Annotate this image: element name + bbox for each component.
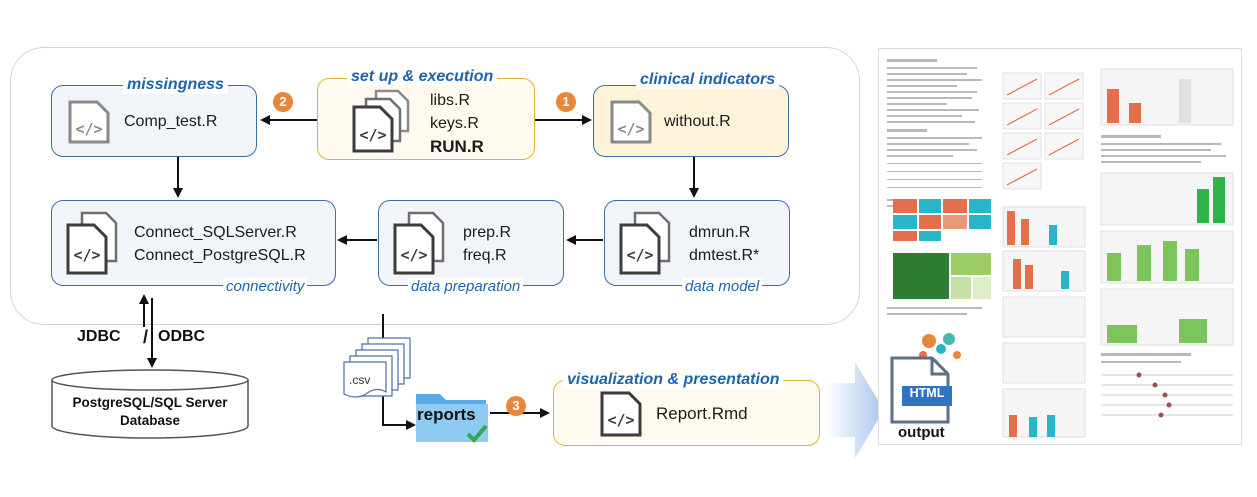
svg-text:</>: </> (607, 411, 634, 429)
database-name-line2: Database (119, 413, 181, 428)
csv-files-icon (343, 337, 411, 398)
odbc-label: ODBC (158, 328, 206, 345)
code-file-icon: </> (610, 100, 652, 144)
jdbc-odbc-separator: / (143, 327, 149, 348)
prep-filename: prep.R (463, 224, 512, 241)
step-badge-2: 2 (273, 92, 293, 112)
data-model-box[interactable]: </> dmrun.R dmtest.R* (604, 200, 790, 286)
report-preview-graphics (887, 59, 1234, 438)
step-badge-3: 3 (506, 396, 526, 416)
run-filename: RUN.R (430, 137, 484, 156)
connect-sqlserver-filename: Connect_SQLServer.R (134, 224, 297, 241)
dmtest-filename: dmtest.R* (689, 247, 760, 264)
svg-text:</>: </> (75, 120, 102, 138)
reports-folder-label: reports (417, 405, 476, 424)
data-model-label: data model (682, 278, 763, 295)
database-icon (51, 369, 249, 439)
visualization-label: visualization & presentation (563, 371, 784, 389)
stacked-code-files-icon: </> (393, 211, 445, 275)
clinical-indicators-box[interactable]: </> without.R (593, 85, 789, 157)
without-filename: without.R (664, 113, 731, 130)
output-big-arrow (826, 362, 884, 458)
step-badge-1: 1 (556, 92, 576, 112)
missingness-label: missingness (123, 76, 228, 94)
html-badge-label: HTML (909, 386, 945, 400)
html-file-icon (890, 356, 952, 424)
database-name-line1: PostgreSQL/SQL Server (72, 395, 228, 410)
svg-text:</>: </> (73, 246, 100, 264)
clinical-indicators-label: clinical indicators (636, 71, 780, 89)
dmrun-filename: dmrun.R (689, 224, 751, 241)
svg-text:</>: </> (617, 120, 644, 138)
connectivity-label: connectivity (223, 278, 308, 295)
jdbc-label: JDBC (77, 328, 121, 345)
code-file-icon: </> (600, 391, 642, 437)
svg-text:</>: </> (400, 246, 427, 264)
setup-label: set up & execution (347, 68, 498, 86)
data-preparation-box[interactable]: </> prep.R freq.R (378, 200, 564, 286)
visualization-box[interactable]: </> Report.Rmd (553, 380, 820, 446)
connectivity-box[interactable]: </> Connect_SQLServer.R Connect_PostgreS… (51, 200, 336, 286)
setup-execution-box[interactable]: </> libs.R keys.R RUN.R (317, 78, 535, 160)
keys-filename: keys.R (430, 115, 479, 132)
freq-filename: freq.R (463, 247, 507, 264)
comp-test-filename: Comp_test.R (124, 113, 218, 130)
report-rmd-filename: Report.Rmd (656, 404, 748, 423)
missingness-box[interactable]: </> Comp_test.R (51, 85, 257, 157)
stacked-code-files-icon: </> (352, 89, 410, 153)
svg-text:</>: </> (359, 126, 386, 144)
stacked-code-files-icon: </> (66, 211, 118, 275)
code-file-icon: </> (68, 100, 110, 144)
output-label: output (896, 424, 947, 441)
connect-postgresql-filename: Connect_PostgreSQL.R (134, 247, 306, 264)
data-preparation-label: data preparation (408, 278, 524, 295)
folder-icon (416, 394, 488, 443)
csv-label: .csv (349, 373, 371, 387)
svg-text:</>: </> (626, 246, 653, 264)
libs-filename: libs.R (430, 92, 471, 109)
stacked-code-files-icon: </> (619, 211, 671, 275)
